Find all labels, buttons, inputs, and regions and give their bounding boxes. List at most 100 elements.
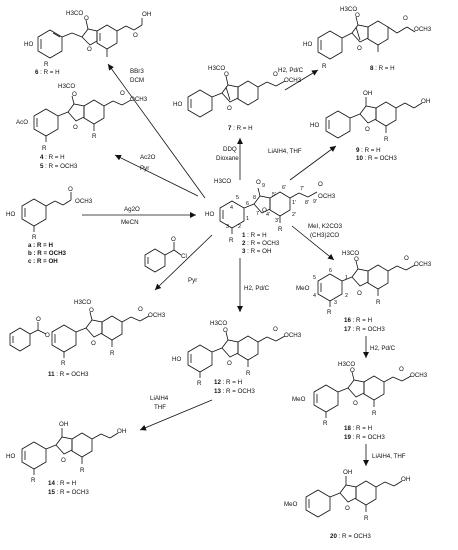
c16-num-6: 6: [329, 268, 332, 274]
c14-o-ring: O: [61, 457, 66, 464]
c15-label: 15 : R = OCH3: [48, 489, 89, 496]
c14-r1: R: [31, 477, 36, 484]
core-num-8p: 8': [305, 200, 309, 206]
benzoyl-o: O: [171, 236, 176, 243]
core-num-4: 4: [230, 205, 233, 211]
c12-r2: R: [246, 370, 251, 377]
c16-h3co: H3CO: [342, 250, 359, 257]
core-num-8: 8: [253, 195, 256, 201]
c20-r: R: [364, 515, 369, 522]
c19-label: 19 : R = OCH3: [344, 434, 385, 441]
c14-oh-chain: OH: [117, 428, 126, 435]
c11-r2: R: [110, 350, 115, 357]
c6-oh: OH: [142, 11, 151, 18]
c6-o-acid: O: [133, 32, 138, 39]
core-label-1: 1 : R = H: [242, 232, 267, 239]
c20-o-ring: O: [345, 505, 350, 512]
core-num-1: 1: [246, 216, 249, 222]
c12-r1: R: [197, 380, 202, 387]
c6-label: 6 : R = H: [35, 69, 60, 76]
reagent-lialh4-to9: LiAlH4, THF: [268, 148, 302, 155]
core-num-1p: 1': [292, 200, 296, 206]
c11-och3: OCH3: [148, 312, 166, 319]
c7-label: 7 : R = H: [228, 125, 253, 132]
c12-label: 12 : R = H: [214, 379, 242, 386]
c16-num-1: 1: [345, 275, 348, 281]
c16-num-4: 4: [313, 293, 316, 299]
c11-r1: R: [61, 360, 66, 367]
c11-o-benzoyl: O: [36, 316, 41, 323]
c5-label: 5 : R = OCH3: [40, 163, 78, 170]
c20-label: 20 : R = OCH3: [330, 533, 371, 540]
c12-o-ring: O: [227, 360, 232, 367]
arrow-core-to-4: [114, 154, 199, 197]
arrow-core-to-9: [289, 145, 337, 181]
c12-och3: OCH3: [284, 332, 302, 339]
start-o: O: [68, 186, 73, 193]
reagent-bbr3: BBr3: [130, 68, 144, 75]
c20-oh-top: OH: [343, 469, 352, 476]
c18-r1: R: [323, 420, 328, 427]
core-o-carbonyl: O: [256, 179, 261, 186]
c9-oh-top: OH: [363, 90, 372, 97]
core-num-7: 7: [256, 211, 259, 217]
core-num-4p: 4': [266, 212, 270, 218]
c14-ho: HO: [6, 453, 15, 460]
c9-oh-chain: OH: [421, 98, 430, 105]
arrow-core-to-11: [154, 234, 213, 291]
c4-r2: R: [92, 133, 97, 140]
c16-o-ring: O: [357, 290, 362, 297]
c16-r1: R: [327, 309, 332, 316]
compound-6-structure: [37, 18, 143, 59]
core-och3: OCH3: [318, 193, 336, 200]
c11-o-ring: O: [91, 340, 96, 347]
reagent-mecn: MeCN: [121, 219, 139, 226]
c18-meo: MeO: [292, 396, 306, 403]
c7-o-ester: O: [273, 71, 278, 78]
c16-num-5: 5: [313, 275, 316, 281]
start-label-c: c : R = OH: [28, 258, 58, 265]
c10-label: 10 : R = OCH3: [356, 155, 397, 162]
reagent-pyr-to11: Pyr: [188, 277, 197, 284]
c13-label: 13 : R = OCH3: [214, 388, 255, 395]
c4-label: 4 : R = H: [40, 154, 65, 161]
core-ho: HO: [205, 211, 214, 218]
c4-h3co: H3CO: [58, 83, 75, 90]
arrow-7-to-8: [284, 69, 319, 91]
compound-9-10-structure: [325, 97, 423, 139]
c8-och3: OCH3: [414, 26, 432, 33]
c6-r: R: [44, 61, 49, 68]
c4-aco: AcO: [16, 119, 28, 126]
benzoyl-cl: Cl: [181, 253, 187, 260]
compound-14-15-structure: [21, 428, 119, 475]
c16-r2: R: [376, 299, 381, 306]
c7-o-carbonyl: O: [224, 71, 229, 78]
reagent-lialh4-to20: LiAlH4, THF: [372, 453, 406, 460]
compound-20-structure: [305, 476, 403, 518]
c11-label: 11 : R = OCH3: [48, 371, 89, 378]
c4-r1: R: [42, 145, 47, 152]
c4-o-carbonyl: O: [72, 91, 77, 98]
arrow-12-to-14: [139, 399, 213, 431]
c7-ho: HO: [173, 101, 182, 108]
c11-o-link: O: [45, 332, 50, 339]
c20-meo: MeO: [284, 501, 298, 508]
start-r: R: [32, 234, 37, 241]
arrow-core-to-16: [291, 225, 335, 261]
c18-r2: R: [372, 410, 377, 417]
reagent-dcm: DCM: [130, 77, 144, 84]
c11-o-ester: O: [138, 306, 143, 313]
c7-och3: OCH3: [284, 77, 302, 84]
core-num-3: 3: [226, 224, 229, 230]
c12-ho: HO: [172, 356, 181, 363]
c16-num-2: 2: [345, 293, 348, 299]
c17-label: 17 : R = OCH3: [344, 326, 385, 333]
c6-o-carbonyl: O: [84, 15, 89, 22]
reagent-acetone: (CH3)2CO: [310, 232, 339, 239]
core-h3co: H3CO: [214, 178, 231, 185]
c20-oh-chain: OH: [401, 476, 410, 483]
c7-h3co: H3CO: [208, 65, 225, 72]
core-num-9: 9: [262, 183, 265, 189]
